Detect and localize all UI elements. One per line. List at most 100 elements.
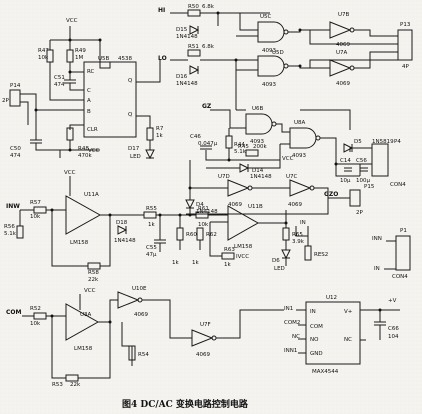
svg-text:D5: D5: [354, 139, 362, 145]
svg-text:1k: 1k: [192, 260, 199, 266]
svg-text:R55: R55: [146, 206, 157, 212]
connector-p15: [349, 189, 361, 207]
svg-text:10k: 10k: [198, 222, 209, 228]
svg-text:P13: P13: [400, 22, 411, 28]
svg-text:R54: R54: [138, 352, 149, 358]
svg-text:1N4148: 1N4148: [250, 174, 272, 180]
svg-text:CON4: CON4: [392, 274, 408, 280]
svg-text:CLR: CLR: [87, 127, 98, 133]
svg-text:C14: C14: [340, 158, 351, 164]
svg-text:INN1: INN1: [284, 348, 297, 354]
svg-text:R63: R63: [224, 247, 235, 253]
gzo-label: GZO: [324, 191, 338, 198]
svg-text:U7A: U7A: [336, 50, 348, 56]
svg-text:C46: C46: [190, 134, 201, 140]
svg-text:1N5819: 1N5819: [372, 139, 394, 145]
svg-text:R65: R65: [292, 232, 303, 238]
svg-text:P14: P14: [10, 83, 21, 89]
figure-caption: 图4 DC/AC 变换电路控制电路: [122, 398, 249, 410]
connector-p4: [371, 143, 389, 177]
svg-text:+V: +V: [388, 298, 397, 304]
resistor-r57: [33, 206, 47, 214]
svg-text:3.9k: 3.9k: [292, 239, 305, 245]
svg-text:22k: 22k: [70, 382, 81, 388]
svg-text:U3A: U3A: [80, 312, 92, 318]
svg-text:R44: R44: [234, 142, 245, 148]
svg-text:VCC: VCC: [64, 170, 76, 176]
svg-text:CON4: CON4: [390, 182, 406, 188]
svg-text:U7B: U7B: [338, 12, 350, 18]
svg-text:Q: Q: [128, 112, 133, 118]
svg-text:2P: 2P: [2, 98, 9, 104]
svg-text:1k: 1k: [156, 133, 163, 139]
svg-text:IN: IN: [310, 309, 316, 315]
connector-p13: [397, 29, 413, 61]
svg-text:474: 474: [54, 82, 65, 88]
svg-text:C50: C50: [10, 146, 21, 152]
svg-text:C56: C56: [356, 158, 367, 164]
svg-text:VCC: VCC: [88, 148, 100, 154]
svg-text:U5B: U5B: [98, 56, 110, 62]
svg-text:10k: 10k: [38, 55, 49, 61]
svg-text:1N4148: 1N4148: [176, 81, 198, 87]
svg-text:IN: IN: [300, 220, 306, 226]
svg-text:LED: LED: [130, 154, 141, 160]
svg-text:U7F: U7F: [200, 322, 211, 328]
svg-text:LM158: LM158: [74, 346, 93, 352]
svg-text:U11A: U11A: [84, 192, 99, 198]
svg-text:U6B: U6B: [252, 106, 264, 112]
svg-text:U8A: U8A: [294, 120, 306, 126]
svg-text:100μ: 100μ: [356, 178, 370, 184]
svg-text:1N4148: 1N4148: [176, 34, 198, 40]
svg-text:4069: 4069: [288, 202, 302, 208]
svg-text:22k: 22k: [88, 277, 99, 283]
svg-text:C51: C51: [54, 75, 65, 81]
svg-text:R45: R45: [238, 144, 249, 150]
svg-text:4538: 4538: [118, 56, 132, 62]
svg-text:RES2: RES2: [314, 252, 328, 258]
svg-text:C55: C55: [146, 245, 157, 251]
svg-text:D14: D14: [252, 168, 264, 174]
resistor-r56: [16, 225, 24, 239]
svg-text:U7D: U7D: [218, 174, 230, 180]
svg-text:R47: R47: [38, 48, 49, 54]
svg-text:U12: U12: [326, 295, 337, 301]
svg-text:C66: C66: [388, 326, 399, 332]
svg-text:4069: 4069: [134, 312, 148, 318]
resistor-r54: [128, 345, 136, 361]
svg-text:R51: R51: [188, 44, 199, 50]
svg-text:B: B: [87, 109, 91, 115]
svg-text:R49: R49: [75, 48, 86, 54]
resistor-r50: [187, 9, 201, 17]
svg-text:VCC: VCC: [282, 156, 294, 162]
connector-p1: [395, 235, 411, 271]
svg-text:6.8k: 6.8k: [202, 44, 215, 50]
svg-text:D18: D18: [116, 220, 128, 226]
svg-text:D15: D15: [176, 27, 188, 33]
svg-text:1k: 1k: [224, 262, 231, 268]
inw-label: INW: [6, 203, 20, 210]
svg-text:INN: INN: [372, 236, 382, 242]
resistor-r52: [33, 312, 47, 320]
svg-text:U5C: U5C: [260, 14, 272, 20]
svg-text:4093: 4093: [292, 153, 306, 159]
resistor-r7: [146, 127, 154, 141]
com-label: COM: [6, 309, 22, 316]
svg-text:LM158: LM158: [234, 244, 253, 250]
svg-text:VCC: VCC: [84, 288, 96, 294]
svg-text:P1: P1: [400, 228, 407, 234]
ic-u3a: U3A LM158: [65, 303, 100, 352]
vcc-label-top: VCC: [66, 18, 78, 24]
gz-label: GZ: [202, 103, 212, 110]
svg-text:IN: IN: [374, 266, 380, 272]
diode-d5: [343, 143, 354, 153]
svg-text:D16: D16: [176, 74, 188, 80]
svg-text:104: 104: [388, 334, 399, 340]
svg-text:R48: R48: [78, 146, 89, 152]
svg-text:4093: 4093: [262, 82, 276, 88]
svg-text:U11B: U11B: [248, 204, 263, 210]
svg-text:U10E: U10E: [132, 286, 147, 292]
svg-text:R60: R60: [186, 232, 197, 238]
